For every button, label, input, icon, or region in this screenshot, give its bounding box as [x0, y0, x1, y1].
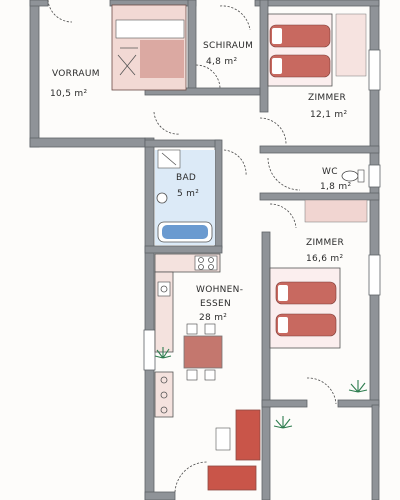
plant-icon [154, 347, 172, 359]
dining-table [183, 323, 223, 381]
kitchen-counter [154, 253, 221, 353]
walls [29, 0, 380, 500]
room-label-wohnen-line1: WOHNEN- [196, 285, 243, 295]
room-area-zimmer-1: 12,1 m² [310, 110, 347, 120]
bad-fixtures [155, 149, 215, 245]
room-labels: VORRAUM 10,5 m² SCHIRAUM 4,8 m² ZIMMER 1… [50, 41, 351, 323]
room-area-zimmer-2: 16,6 m² [306, 254, 343, 264]
zimmer1-beds [267, 13, 367, 87]
room-area-wohnen: 28 m² [199, 313, 227, 323]
room-label-zimmer-2: ZIMMER [306, 238, 344, 248]
room-area-bad: 5 m² [177, 189, 199, 199]
room-label-wohnen-line2: ESSEN [200, 299, 231, 309]
plant-icon [273, 416, 293, 429]
room-area-vorraum: 10,5 m² [50, 89, 87, 99]
room-label-schiraum: SCHIRAUM [203, 41, 253, 51]
room-area-schiraum: 4,8 m² [206, 57, 237, 67]
vorraum-furniture [111, 4, 187, 91]
plant-icon [348, 380, 368, 393]
zimmer2-beds [269, 199, 368, 349]
windows [143, 49, 381, 371]
doors [47, 0, 337, 493]
room-label-vorraum: VORRAUM [52, 69, 100, 79]
room-label-zimmer-1: ZIMMER [308, 93, 346, 103]
room-label-wc: WC [322, 167, 338, 177]
wc-fixture [341, 169, 365, 183]
room-label-bad: BAD [176, 173, 196, 183]
sofa [207, 409, 261, 491]
room-area-wc: 1,8 m² [320, 182, 351, 192]
shelves [154, 371, 174, 418]
